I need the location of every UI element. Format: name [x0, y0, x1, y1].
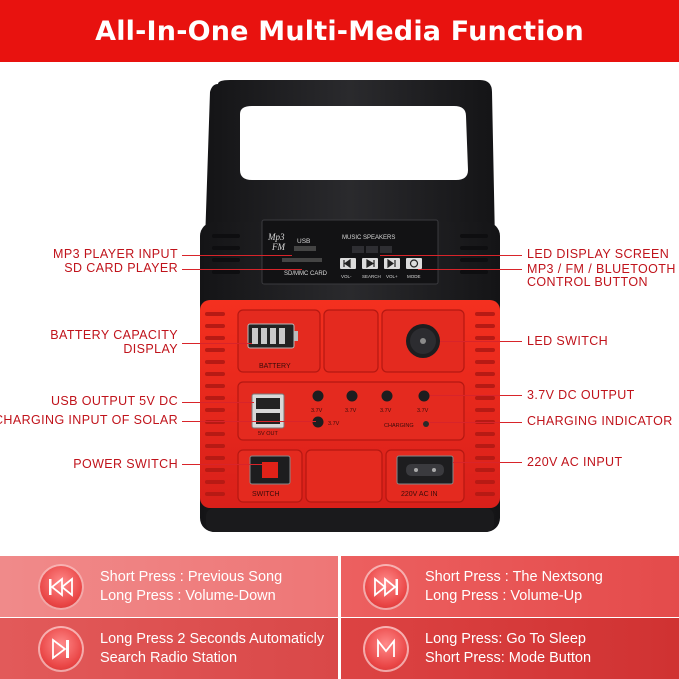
leader-led-switch: [440, 341, 522, 342]
usb-port: [294, 246, 316, 251]
function-panels: Short Press : Previous Song Long Press :…: [0, 556, 679, 679]
svg-text:VOL-: VOL-: [341, 274, 352, 279]
dc-output-jacks: [312, 390, 430, 428]
svg-text:VOL+: VOL+: [386, 274, 398, 279]
usb-port-label: USB: [297, 238, 310, 245]
leader-mp3-input: [182, 255, 292, 256]
leader-led-display: [380, 255, 522, 256]
callout-battery-1: BATTERY CAPACITY: [50, 328, 178, 342]
left-ribs: [205, 312, 225, 496]
header-banner: All-In-One Multi-Media Function: [0, 0, 679, 62]
upper-side-grill: [212, 234, 488, 274]
right-ribs: [475, 312, 495, 496]
callout-control-2: CONTROL BUTTON: [527, 275, 648, 289]
led-display: [352, 246, 392, 253]
blank-module-top: [323, 309, 379, 373]
callout-led-switch: LED SWITCH: [527, 334, 609, 348]
callout-mp3-input: MP3 PLAYER INPUT: [53, 247, 178, 261]
battery-label: BATTERY: [259, 363, 291, 370]
voltage-label-3: 3.7V: [380, 408, 392, 414]
leader-dc-output: [430, 395, 522, 396]
callout-led-display: LED DISPLAY SCREEN: [527, 247, 670, 261]
function-line: Short Press : Previous Song: [100, 568, 283, 585]
function-panel-next: Short Press : The Nextsong Long Press : …: [341, 556, 679, 617]
charging-indicator-led: [423, 421, 429, 427]
svg-text:FM: FM: [271, 242, 285, 252]
svg-text:SEARCH: SEARCH: [362, 274, 381, 279]
next-song-icon: [363, 563, 409, 610]
callout-solar-input: CHARGING INPUT OF SOLAR: [0, 413, 178, 427]
usb-5v-out-label: 5V OUT: [258, 431, 279, 437]
callout-power-switch: POWER SWITCH: [73, 457, 178, 471]
voltage-label-1: 3.7V: [311, 408, 323, 414]
play-pause-icon: [38, 625, 84, 672]
leader-power-switch: [182, 464, 262, 465]
previous-song-icon: [38, 563, 84, 610]
function-panel-previous: Short Press : Previous Song Long Press :…: [0, 556, 338, 617]
leader-sd-card: [182, 269, 302, 270]
device-drawing: Mp3 FM USB SD/MMC CARD MUSIC SPEAKERS VO…: [200, 80, 500, 532]
music-speakers-label: MUSIC SPEAKERS: [342, 235, 395, 241]
callout-control-1: MP3 / FM / BLUETOOTH: [527, 262, 676, 276]
leader-battery: [182, 343, 252, 344]
ac-in-label: 220V AC IN: [401, 491, 438, 498]
sd-slot: [282, 258, 322, 262]
function-line: Short Press : The Nextsong: [425, 568, 603, 585]
function-line: Long Press 2 Seconds Automaticly: [100, 630, 325, 647]
leader-charging-indicator: [430, 422, 522, 423]
leader-usb-output: [182, 402, 254, 403]
device-illustration: Mp3 FM USB SD/MMC CARD MUSIC SPEAKERS VO…: [0, 62, 679, 552]
voltage-label-5: 3.7V: [328, 421, 340, 427]
function-line: Search Radio Station: [100, 649, 238, 666]
leader-ac-input: [453, 462, 522, 463]
handle-opening: [240, 106, 468, 180]
function-panel-mode: Long Press: Go To Sleep Short Press: Mod…: [341, 618, 679, 679]
callout-dc-output: 3.7V DC OUTPUT: [527, 388, 635, 402]
switch-label: SWITCH: [252, 491, 280, 498]
charging-label: CHARGING: [384, 423, 414, 429]
device-base: [206, 508, 494, 532]
leader-solar-input: [182, 421, 316, 422]
callout-usb-output: USB OUTPUT 5V DC: [50, 394, 178, 408]
callout-charging-indicator: CHARGING INDICATOR: [527, 414, 673, 428]
mp3-fm-label: Mp3: [267, 232, 285, 242]
callout-sd-card: SD CARD PLAYER: [64, 261, 178, 275]
function-panel-play: Long Press 2 Seconds Automaticly Search …: [0, 618, 338, 679]
voltage-label-2: 3.7V: [345, 408, 357, 414]
callout-battery-2: DISPLAY: [123, 342, 178, 356]
function-line: Long Press : Volume-Down: [100, 587, 276, 604]
blank-module-bottom: [305, 449, 383, 503]
function-line: Long Press: Go To Sleep: [425, 630, 586, 647]
callout-ac-input: 220V AC INPUT: [527, 455, 623, 469]
svg-text:MODE: MODE: [407, 274, 421, 279]
function-line: Short Press: Mode Button: [425, 649, 592, 666]
page-title: All-In-One Multi-Media Function: [95, 15, 584, 47]
control-buttons: [340, 258, 422, 269]
output-module: [237, 381, 465, 441]
sd-card-label: SD/MMC CARD: [284, 271, 328, 277]
function-line: Long Press : Volume-Up: [425, 587, 583, 604]
mode-icon: [363, 625, 409, 672]
voltage-label-4: 3.7V: [417, 408, 429, 414]
leader-control-button: [418, 269, 522, 270]
